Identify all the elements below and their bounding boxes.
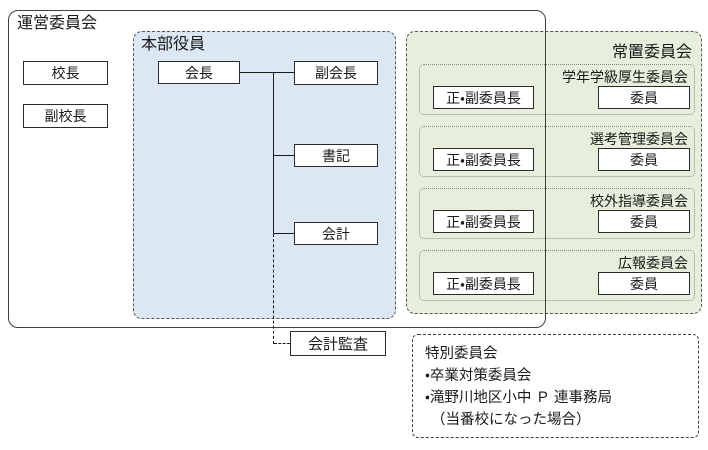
members-box: 委員 — [598, 272, 690, 295]
secretary-box: 書記 — [294, 144, 378, 167]
committee-panel-selection: 選考管理委員会 正・副委員長 委員 — [419, 126, 695, 177]
special-committees-title: 特別委員会 — [425, 346, 498, 362]
committee-name: 広報委員会 — [618, 255, 688, 271]
committee-name: 学年学級厚生委員会 — [562, 69, 688, 85]
chairman-box: 会長 — [158, 61, 240, 84]
chair-vicechair-box: 正・副委員長 — [433, 272, 534, 295]
committee-panel-pr: 広報委員会 正・副委員長 委員 — [419, 250, 695, 301]
standing-committees-title: 常置委員会 — [611, 44, 692, 61]
standing-committees-group: 常置委員会 学年学級厚生委員会 正・副委員長 委員 選考管理委員会 正・副委員長… — [406, 31, 702, 314]
connector-audit-dashed-horizontal — [274, 343, 290, 344]
vice-principal-box: 副校長 — [23, 104, 108, 128]
treasurer-box: 会計 — [294, 222, 378, 245]
connector-treasurer-branch — [273, 233, 294, 234]
chair-vicechair-box: 正・副委員長 — [433, 148, 534, 171]
members-box: 委員 — [598, 210, 690, 233]
members-box: 委員 — [598, 86, 690, 109]
special-item-district: ・滝野川地区小中 Ｐ 連事務局 — [425, 390, 612, 406]
accounting-audit-box: 会計監査 — [290, 331, 386, 356]
committee-name: 校外指導委員会 — [590, 193, 688, 209]
special-item-note: （当番校になった場合） — [431, 412, 591, 428]
vice-chairman-box: 副会長 — [294, 61, 378, 85]
special-committees-group: 特別委員会 ・卒業対策委員会 ・滝野川地区小中 Ｐ 連事務局 （当番校になった場… — [412, 334, 699, 438]
headquarters-title: 本部役員 — [141, 36, 206, 53]
management-committee-title: 運営委員会 — [17, 15, 98, 32]
special-item-graduation: ・卒業対策委員会 — [425, 368, 532, 384]
chair-vicechair-box: 正・副委員長 — [433, 210, 534, 233]
connector-vertical-trunk — [273, 72, 274, 234]
connector-secretary-branch — [273, 155, 294, 156]
chair-vicechair-box: 正・副委員長 — [433, 86, 534, 109]
connector-chairman-vicechairman — [240, 72, 294, 73]
principal-box: 校長 — [23, 61, 108, 85]
connector-audit-dashed-vertical — [273, 234, 274, 344]
committee-panel-welfare: 学年学級厚生委員会 正・副委員長 委員 — [419, 64, 695, 115]
members-box: 委員 — [598, 148, 690, 171]
committee-panel-guidance: 校外指導委員会 正・副委員長 委員 — [419, 188, 695, 239]
committee-name: 選考管理委員会 — [590, 131, 688, 147]
